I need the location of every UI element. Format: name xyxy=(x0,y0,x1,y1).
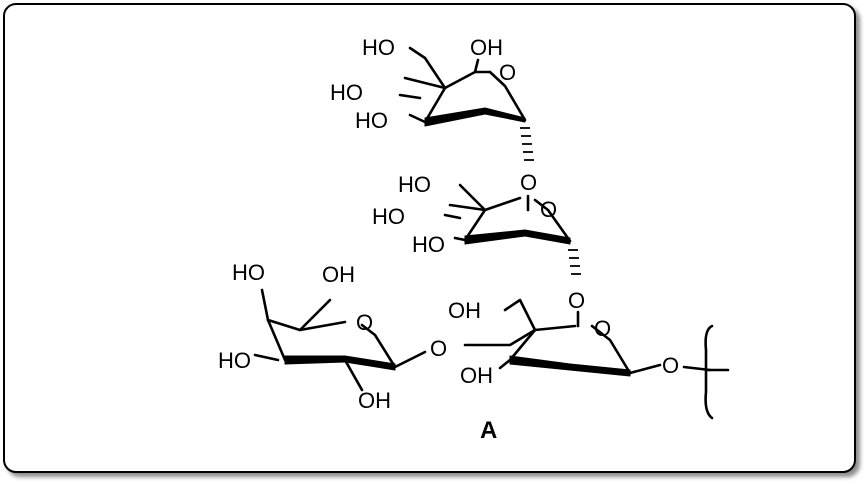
gal-oh-3: HO xyxy=(218,348,251,373)
gal-oh-6: OH xyxy=(322,262,355,287)
middle-ring-oxygen: O xyxy=(540,197,557,222)
bottom-ring xyxy=(463,298,662,377)
top-ring xyxy=(398,46,534,161)
linkage-oxygen-top: O xyxy=(520,170,537,195)
gal-oh-2: OH xyxy=(358,388,391,413)
gal-oh-4: HO xyxy=(232,260,265,285)
galactose-ring xyxy=(253,288,427,392)
figure-frame xyxy=(3,3,856,473)
top-oh-3: HO xyxy=(355,108,388,133)
middle-oh-4: HO xyxy=(372,204,405,229)
top-ring-oxygen: O xyxy=(499,60,516,85)
middle-oh-6: HO xyxy=(398,172,431,197)
gal-linkage-oxygen: O xyxy=(430,336,447,361)
gal-ring-oxygen: O xyxy=(356,310,373,335)
bottom-oh-6: OH xyxy=(448,298,481,323)
middle-oh-3: HO xyxy=(412,232,445,257)
bottom-oh-3: OH xyxy=(460,363,493,388)
linkage-oxygen-middle: O xyxy=(568,288,585,313)
compound-label: A xyxy=(480,417,497,444)
top-oh-2: OH xyxy=(470,35,503,60)
top-oh-6: HO xyxy=(362,35,395,60)
middle-ring xyxy=(443,183,581,275)
top-oh-4: HO xyxy=(330,80,363,105)
anomeric-oxygen: O xyxy=(662,353,679,378)
bottom-ring-oxygen: O xyxy=(594,316,611,341)
